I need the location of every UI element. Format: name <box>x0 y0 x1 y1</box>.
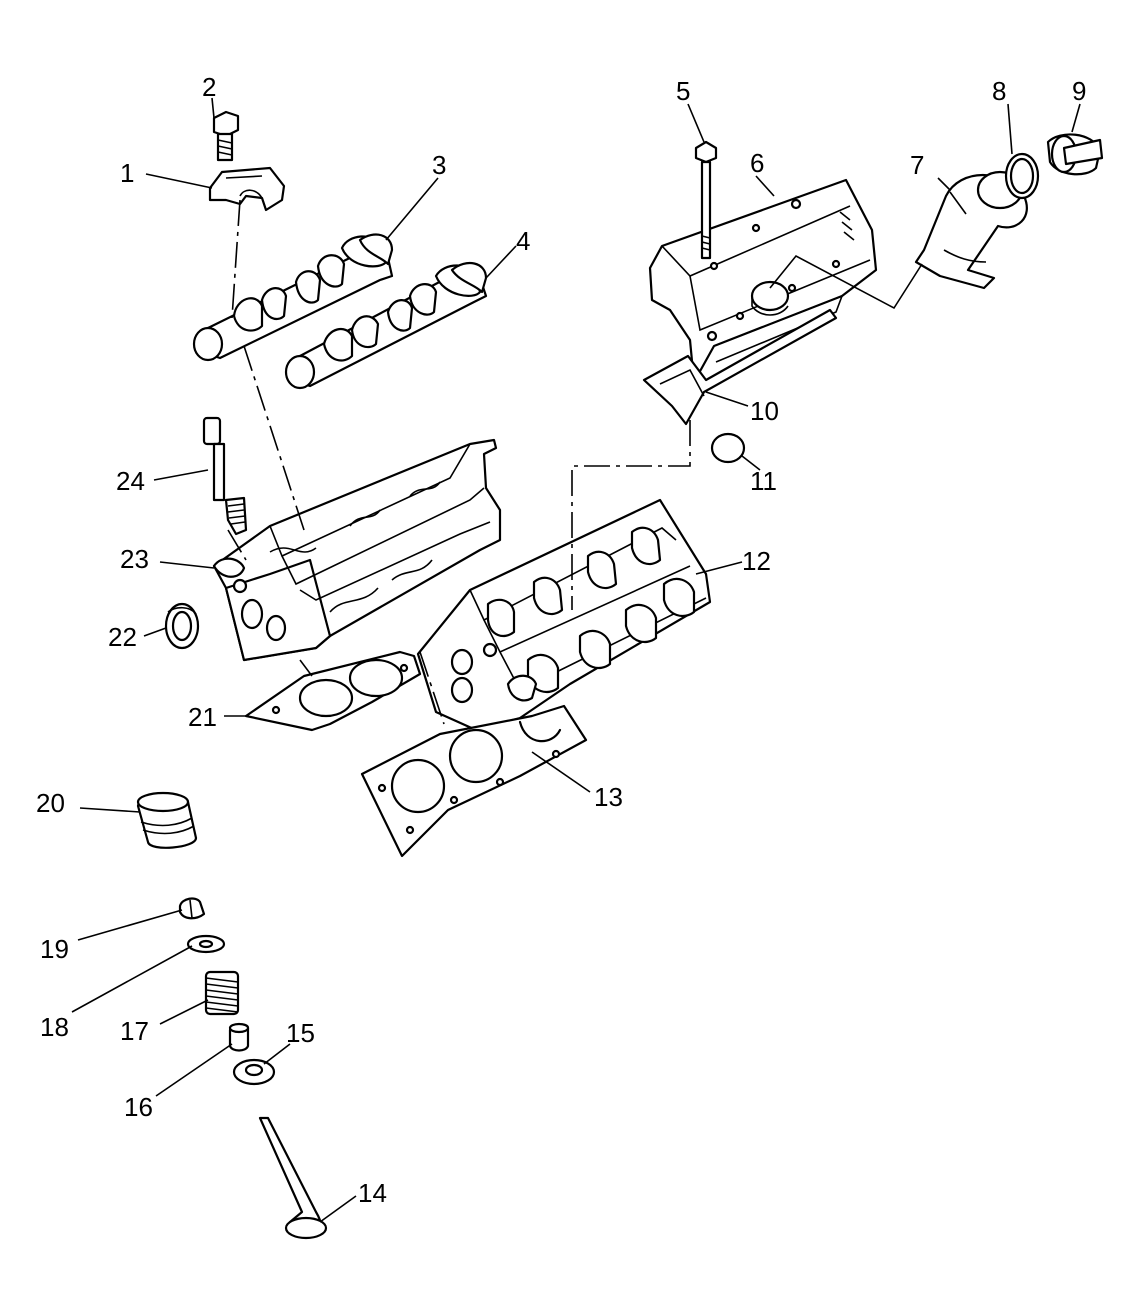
lifter-part-20 <box>136 791 198 849</box>
callout-10: 10 <box>750 396 779 426</box>
cylinder-head-part-23 <box>212 438 502 662</box>
callout-17: 17 <box>120 1016 149 1046</box>
callout-18: 18 <box>40 1012 69 1042</box>
head-bolt-part-24 <box>202 416 248 536</box>
callout-7: 7 <box>910 150 924 180</box>
callout-4: 4 <box>516 226 530 256</box>
callout-3: 3 <box>432 150 446 180</box>
callout-21: 21 <box>188 702 217 732</box>
oil-fill-cap-part-9 <box>1046 133 1104 176</box>
callout-8: 8 <box>992 76 1006 106</box>
valve-seal-part-16 <box>228 1022 250 1052</box>
valve-keepers-part-19 <box>178 897 206 920</box>
callout-13: 13 <box>594 782 623 812</box>
spring-retainer-part-18 <box>186 934 226 954</box>
callout-1: 1 <box>120 158 134 188</box>
callout-23: 23 <box>120 544 149 574</box>
callout-19: 19 <box>40 934 69 964</box>
camshaft-part-4 <box>284 261 488 390</box>
callout-12: 12 <box>742 546 771 576</box>
callout-6: 6 <box>750 148 764 178</box>
bearing-cap-part-1 <box>208 166 286 212</box>
callout-2: 2 <box>202 72 216 102</box>
cylinder-head-part-12 <box>416 498 712 732</box>
leader-lines <box>71 97 1081 1223</box>
valve-spring-part-17 <box>204 970 240 1016</box>
o-ring-part-11 <box>710 432 746 464</box>
callout-24: 24 <box>116 466 145 496</box>
callout-22: 22 <box>108 622 137 652</box>
bolt-part-2 <box>212 110 240 162</box>
callout-labels: 1 2 3 4 5 6 7 8 9 10 11 12 13 14 15 16 1… <box>36 72 1086 1208</box>
callout-9: 9 <box>1072 76 1086 106</box>
spring-seat-part-15 <box>232 1058 276 1086</box>
valve-cover-gasket-part-10 <box>642 308 838 426</box>
callout-16: 16 <box>124 1092 153 1122</box>
callout-14: 14 <box>358 1178 387 1208</box>
seal-part-22 <box>164 602 200 650</box>
camshaft-part-3 <box>192 233 394 362</box>
head-gasket-part-13 <box>360 704 588 858</box>
callout-5: 5 <box>676 76 690 106</box>
head-gasket-part-21 <box>244 650 422 732</box>
callout-11: 11 <box>750 466 777 496</box>
o-ring-part-8 <box>1004 152 1040 200</box>
callout-15: 15 <box>286 1018 315 1048</box>
valve-part-14 <box>258 1116 328 1240</box>
long-bolt-part-5 <box>694 140 718 260</box>
assembly-lines <box>227 199 923 725</box>
callout-20: 20 <box>36 788 65 818</box>
